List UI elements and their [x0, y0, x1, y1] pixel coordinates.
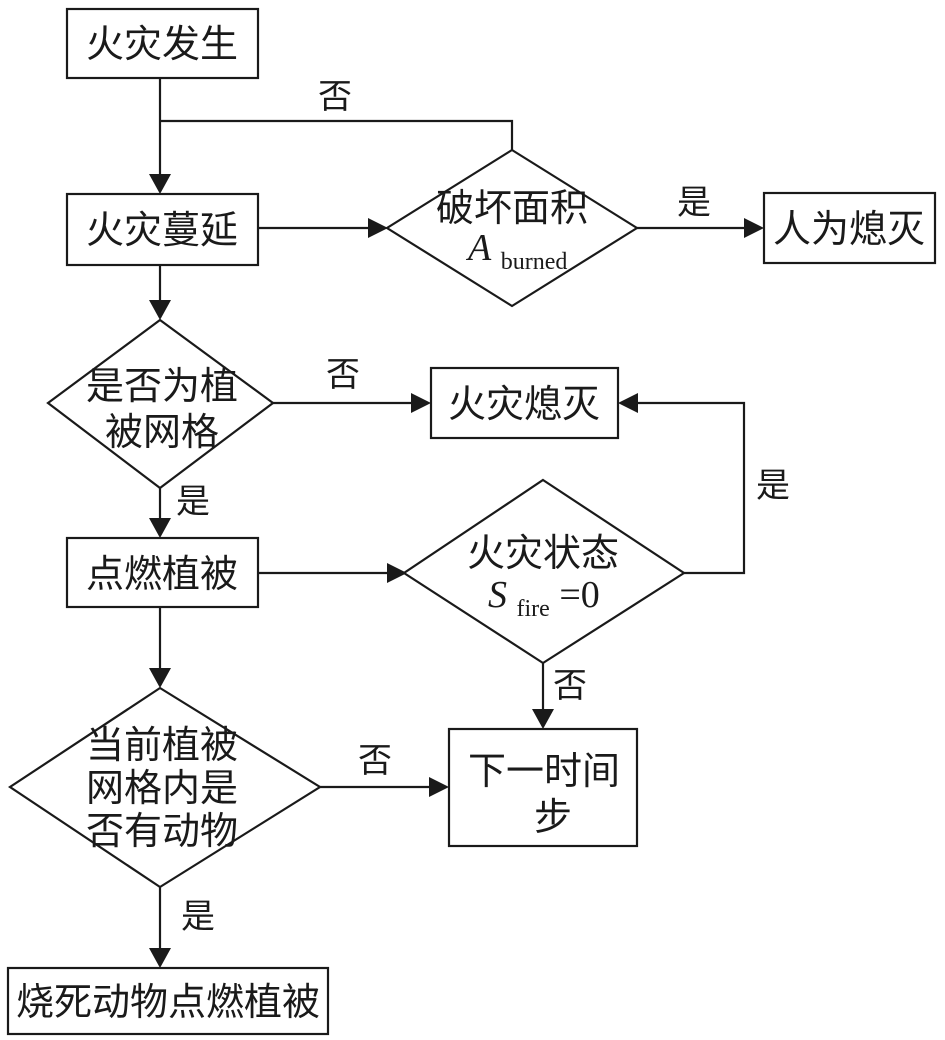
arrowhead-right — [368, 218, 388, 238]
edge-label-yes: 是 — [677, 183, 711, 223]
node-label: 破坏面积 — [436, 186, 588, 230]
arrowhead-right — [411, 393, 431, 413]
edge-label-yes: 是 — [756, 466, 790, 506]
node-label: 否有动物 — [86, 809, 238, 853]
node-label: 火灾状态 — [467, 531, 619, 575]
formula-symbol: A — [465, 227, 492, 269]
edge-label-no: 否 — [326, 355, 360, 395]
arrowhead-down — [149, 668, 171, 688]
node-formula: A burned — [465, 227, 567, 275]
formula-subscript: burned — [501, 249, 568, 275]
node-fire-spread: 火灾蔓延 — [65, 192, 260, 267]
node-label: 火灾熄灭 — [448, 382, 600, 426]
node-label: 被网格 — [105, 410, 219, 454]
edge-labels: 否 是 否 是 是 否 否 是 — [176, 77, 790, 937]
edge-label-no: 否 — [358, 741, 392, 781]
node-formula: S fire =0 — [488, 574, 600, 625]
node-label: 烧死动物点燃植被 — [16, 980, 320, 1024]
arrowhead-down — [532, 709, 554, 729]
node-label: 火灾蔓延 — [86, 208, 238, 252]
node-label: 下一时间 — [468, 749, 620, 793]
node-is-vegetation: 是否为植 被网格 — [46, 318, 275, 490]
formula-symbol: S — [488, 574, 507, 616]
node-label: 是否为植 — [86, 364, 238, 408]
node-label: 火灾发生 — [86, 22, 238, 66]
node-label: 人为熄灭 — [773, 207, 925, 251]
node-label: 网格内是 — [86, 766, 238, 810]
node-manual-extinguish: 人为熄灭 — [762, 191, 937, 265]
node-next-step: 下一时间 步 — [447, 727, 639, 848]
node-label: 步 — [534, 795, 572, 839]
formula-rest: =0 — [559, 574, 599, 616]
node-burn-animal: 烧死动物点燃植被 — [6, 966, 330, 1036]
connectors — [158, 78, 748, 952]
arrowhead-left — [618, 393, 638, 413]
arrowhead-down — [149, 948, 171, 968]
node-has-animal: 当前植被 网格内是 否有动物 — [8, 686, 323, 889]
node-damage-area: 破坏面积 A burned — [384, 148, 640, 308]
edge-damage-no-loop — [160, 119, 514, 150]
edge-label-yes: 是 — [181, 897, 215, 937]
node-ignite-vegetation: 点燃植被 — [65, 536, 260, 609]
arrowhead-down — [149, 300, 171, 320]
arrowheads — [149, 174, 764, 968]
arrowhead-down — [149, 174, 171, 194]
formula-subscript: fire — [517, 596, 550, 622]
edge-label-no: 否 — [553, 666, 587, 706]
node-fire-state: 火灾状态 S fire =0 — [401, 478, 687, 665]
edge-label-yes: 是 — [176, 482, 210, 522]
node-label: 点燃植被 — [86, 552, 238, 596]
arrowhead-right — [387, 563, 407, 583]
node-fire-extinguished: 火灾熄灭 — [429, 366, 620, 440]
arrowhead-right — [744, 218, 764, 238]
arrowhead-right — [429, 777, 449, 797]
edge-state-to-extinguished — [633, 401, 746, 575]
arrowhead-down — [149, 518, 171, 538]
node-label: 当前植被 — [86, 723, 238, 767]
edge-label-no: 否 — [318, 77, 352, 117]
node-fire-start: 火灾发生 — [65, 7, 260, 80]
